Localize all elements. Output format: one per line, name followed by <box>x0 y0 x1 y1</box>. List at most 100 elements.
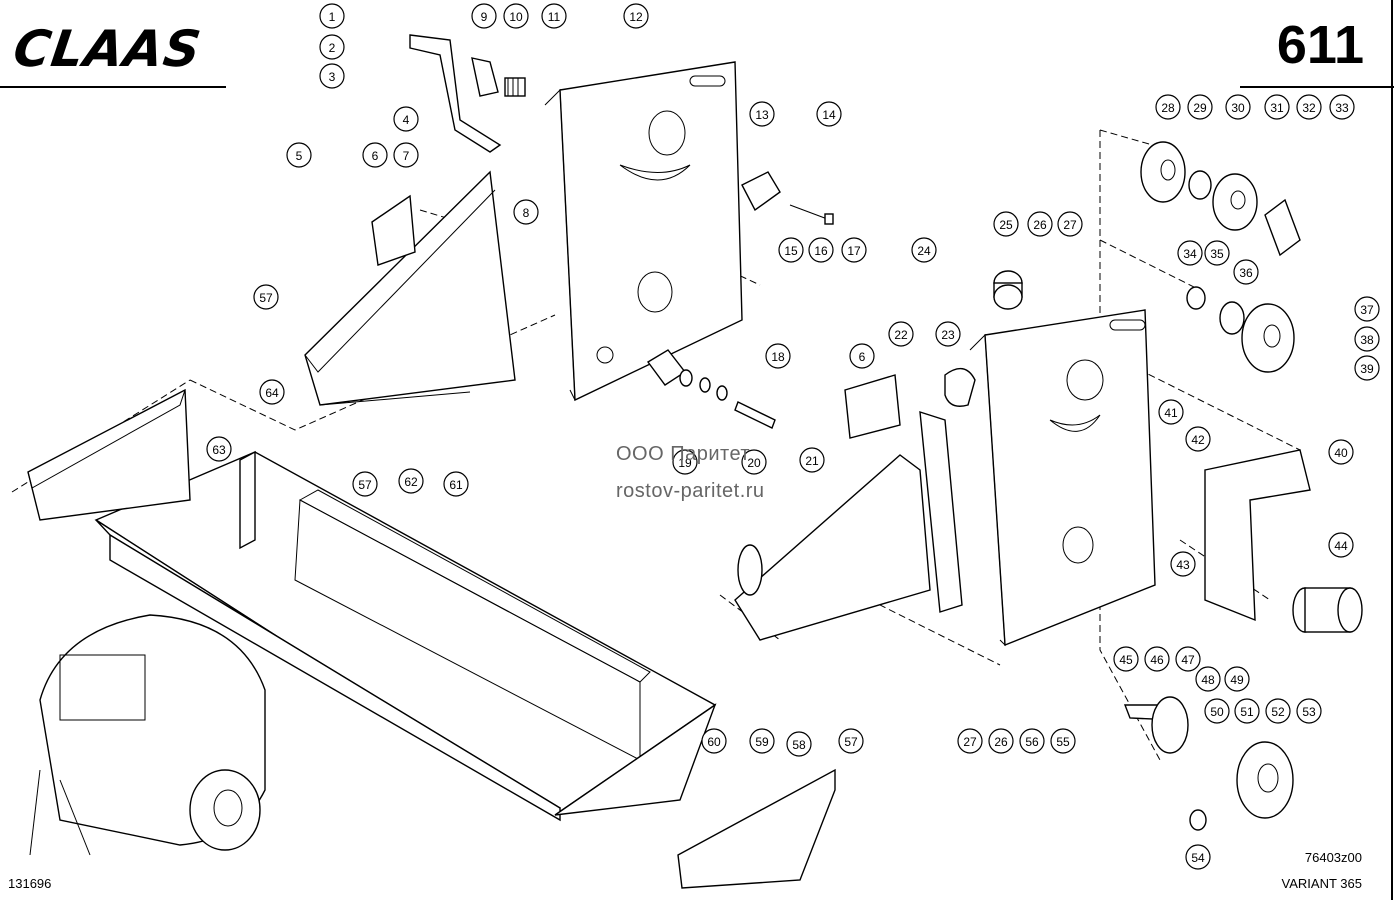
callout-label: 4 <box>403 113 410 127</box>
callout-label: 21 <box>805 454 819 468</box>
callout-26: 26 <box>988 728 1014 754</box>
callout-label: 10 <box>509 10 523 24</box>
callout-label: 26 <box>994 735 1008 749</box>
callout-label: 64 <box>265 386 279 400</box>
block-13 <box>741 171 781 212</box>
callout-7: 7 <box>393 142 419 168</box>
callout-label: 46 <box>1150 653 1164 667</box>
callout-label: 2 <box>329 41 336 55</box>
spring-10 <box>504 77 526 97</box>
shaft-assembly <box>1123 696 1189 754</box>
callout-24: 24 <box>911 237 937 263</box>
callout-label: 20 <box>747 456 761 470</box>
callout-26: 26 <box>1027 211 1053 237</box>
callout-47: 47 <box>1175 646 1201 672</box>
callout-label: 27 <box>963 735 977 749</box>
callout-58: 58 <box>786 731 812 757</box>
callout-63: 63 <box>206 436 232 462</box>
callout-label: 15 <box>784 244 798 258</box>
callout-label: 57 <box>844 735 858 749</box>
callout-label: 49 <box>1230 673 1244 687</box>
bushing-34 <box>1186 286 1206 310</box>
callout-label: 12 <box>629 10 643 24</box>
callout-16: 16 <box>808 237 834 263</box>
callout-label: 43 <box>1176 558 1190 572</box>
bearing-29 <box>1188 170 1212 200</box>
callout-label: 22 <box>894 328 908 342</box>
callout-label: 40 <box>1334 446 1348 460</box>
small-plate-6b <box>844 374 901 439</box>
bolt-14 <box>789 204 834 225</box>
callout-51: 51 <box>1234 698 1260 724</box>
callout-label: 54 <box>1191 851 1205 865</box>
bushing-25 <box>993 270 1023 310</box>
callout-52: 52 <box>1265 698 1291 724</box>
side-wall-plate-12 <box>544 61 743 402</box>
callout-18: 18 <box>765 343 791 369</box>
callout-label: 38 <box>1360 333 1374 347</box>
callout-61: 61 <box>443 471 469 497</box>
callout-48: 48 <box>1195 666 1221 692</box>
callout-label: 30 <box>1231 101 1245 115</box>
callout-12: 12 <box>623 3 649 29</box>
pulley-52 <box>1236 741 1294 819</box>
callout-label: 3 <box>329 70 336 84</box>
callout-label: 47 <box>1181 653 1195 667</box>
callout-label: 45 <box>1119 653 1133 667</box>
callout-label: 44 <box>1334 539 1348 553</box>
trough-part-62 <box>94 450 717 822</box>
latch-9 <box>471 57 499 97</box>
callout-label: 56 <box>1025 735 1039 749</box>
callout-43: 43 <box>1170 551 1196 577</box>
callout-label: 13 <box>755 108 769 122</box>
callout-62: 62 <box>398 468 424 494</box>
callout-label: 14 <box>822 108 836 122</box>
bent-bracket-21 <box>734 411 963 641</box>
callout-label: 57 <box>358 478 372 492</box>
callout-label: 8 <box>523 206 530 220</box>
callout-6: 6 <box>849 343 875 369</box>
callout-21: 21 <box>799 447 825 473</box>
callout-32: 32 <box>1296 94 1322 120</box>
plate-58 <box>677 768 836 889</box>
callout-39: 39 <box>1354 355 1380 381</box>
callout-label: 51 <box>1240 705 1254 719</box>
callout-label: 6 <box>859 350 866 364</box>
callout-41: 41 <box>1158 399 1184 425</box>
callout-label: 16 <box>814 244 828 258</box>
bolt-20 <box>734 401 776 429</box>
callout-46: 46 <box>1144 646 1170 672</box>
small-plate-6 <box>371 194 416 266</box>
triangular-bracket-61 <box>304 170 516 406</box>
callout-31: 31 <box>1264 94 1290 120</box>
callout-1: 1 <box>319 3 345 29</box>
reference-code: 76403z00 <box>1304 850 1362 865</box>
callout-label: 63 <box>212 443 226 457</box>
callout-label: 62 <box>404 475 418 489</box>
callout-17: 17 <box>841 237 867 263</box>
motor-44 <box>1292 587 1363 633</box>
callout-23: 23 <box>935 321 961 347</box>
bracket-40 <box>1204 449 1311 622</box>
callout-38: 38 <box>1354 326 1380 352</box>
callout-2: 2 <box>319 34 345 60</box>
callout-45: 45 <box>1113 646 1139 672</box>
callout-label: 57 <box>259 291 273 305</box>
callout-label: 7 <box>403 149 410 163</box>
bushing-19 <box>646 349 728 401</box>
callout-8: 8 <box>513 199 539 225</box>
callout-label: 17 <box>847 244 861 258</box>
callout-label: 11 <box>548 10 561 24</box>
callout-label: 31 <box>1270 101 1284 115</box>
callout-56: 56 <box>1019 728 1045 754</box>
callout-label: 33 <box>1335 101 1349 115</box>
callout-label: 23 <box>941 328 955 342</box>
callout-label: 24 <box>917 244 931 258</box>
callout-3: 3 <box>319 63 345 89</box>
callout-57: 57 <box>352 471 378 497</box>
callout-label: 59 <box>755 735 769 749</box>
callout-53: 53 <box>1296 698 1322 724</box>
callout-59: 59 <box>749 728 775 754</box>
callout-label: 32 <box>1302 101 1316 115</box>
